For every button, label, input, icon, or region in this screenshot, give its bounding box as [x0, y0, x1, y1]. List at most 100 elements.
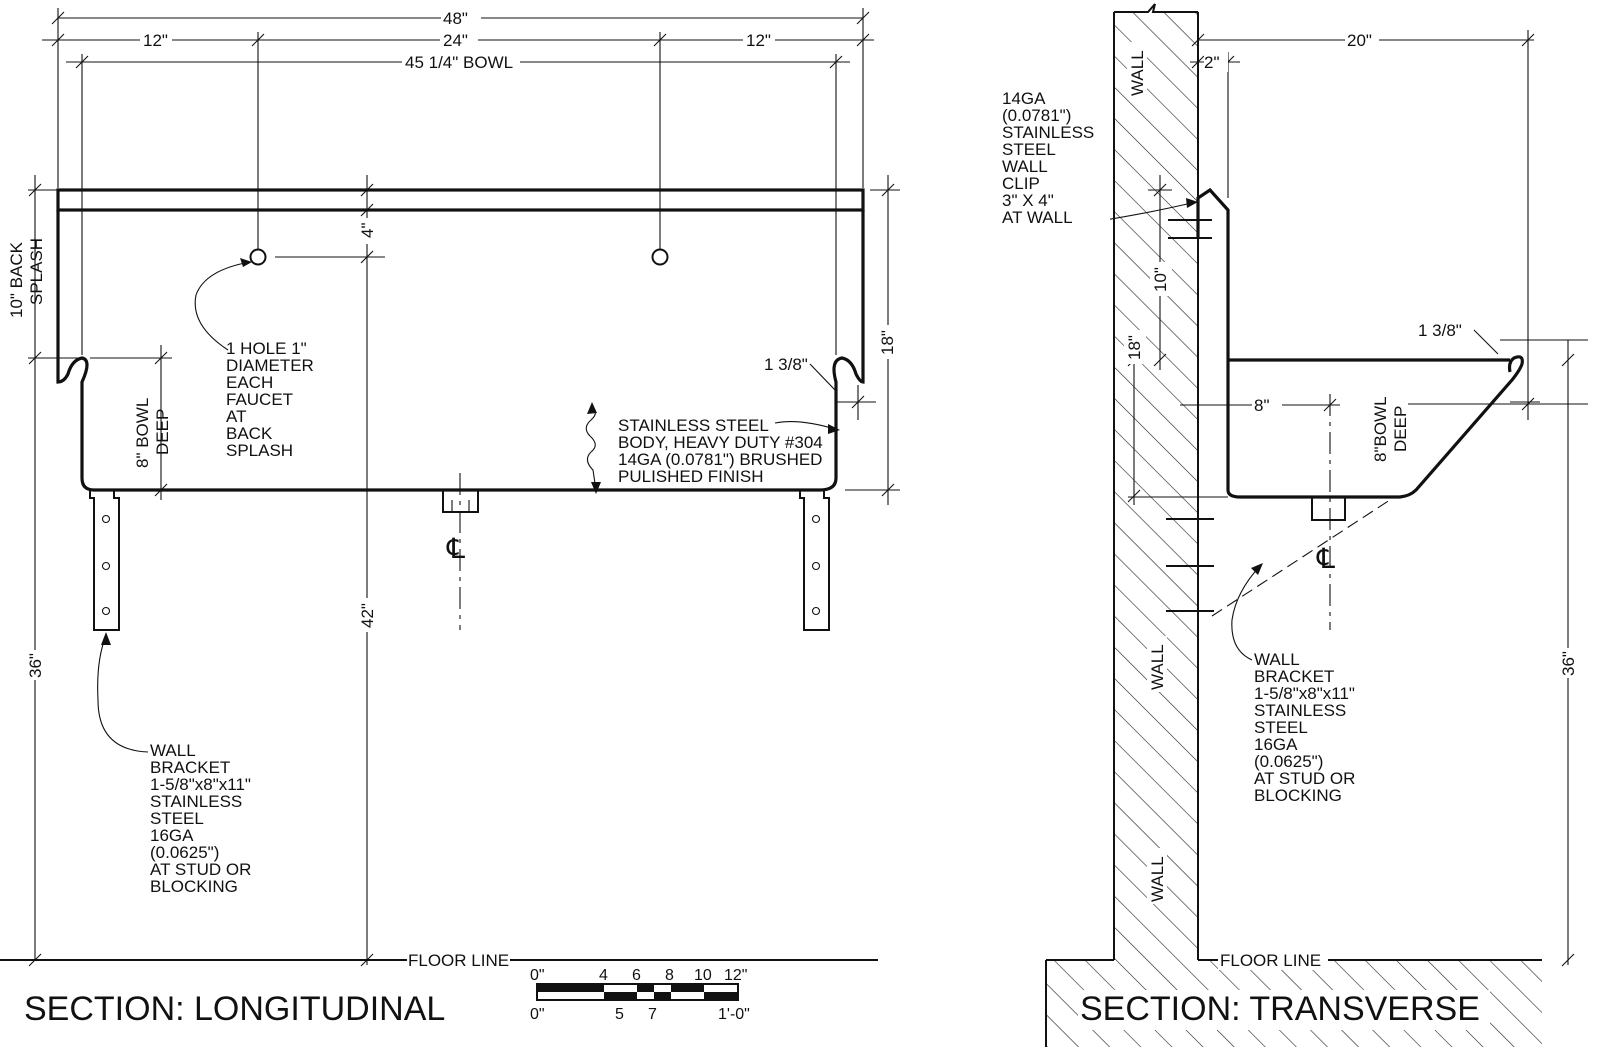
note-faucet-line-1: 1 HOLE 1"	[226, 339, 307, 358]
scale-top-12: 12"	[724, 967, 747, 984]
centerline-symbol-transverse: ℄	[1316, 543, 1335, 574]
note-tbracket-line-6: 16GA	[1254, 735, 1298, 754]
drain-centerline: ℄	[442, 473, 479, 630]
note-bracket-line-5: STEEL	[150, 809, 204, 828]
dim-height-18-transverse: 18"	[1125, 335, 1144, 360]
dimension-lines-center	[275, 175, 385, 967]
longitudinal-section: ℄ FLOOR LINE 48" 12"	[0, 8, 900, 1028]
scale-bottom-1ft: 1'-0"	[718, 1006, 750, 1023]
note-faucet-line-2: DIAMETER	[226, 356, 314, 375]
note-faucet-line-3: EACH	[226, 373, 273, 392]
note-clip-line-2: (0.0781")	[1002, 106, 1071, 125]
scale-top-8: 8	[665, 967, 674, 984]
wall-clip	[1168, 187, 1230, 360]
label-bowl-deep-1: 8" BOWL	[133, 398, 152, 468]
transverse-section: ℄	[1000, 3, 1588, 1047]
note-tbracket-line-9: BLOCKING	[1254, 786, 1342, 805]
note-tbracket-line-4: STAINLESS	[1254, 701, 1346, 720]
note-clip-line-3: STAINLESS	[1002, 123, 1094, 142]
centerline-symbol: ℄	[446, 533, 465, 564]
wall-bracket-left	[89, 490, 120, 631]
label-bowl-deep-2: DEEP	[153, 409, 172, 455]
scale-bottom-7: 7	[648, 1006, 657, 1023]
note-tbracket-line-7: (0.0625")	[1254, 752, 1323, 771]
note-clip-line-6: CLIP	[1002, 174, 1040, 193]
note-clip-line-8: AT WALL	[1002, 208, 1073, 227]
faucet-hole-right	[651, 248, 669, 266]
title-transverse: SECTION: TRANSVERSE	[1080, 990, 1480, 1028]
scale-bottom-0: 0"	[530, 1006, 545, 1023]
scale-top-10: 10	[694, 967, 712, 984]
note-faucet-line-6: BACK	[226, 424, 273, 443]
dimension-lines-left	[28, 175, 172, 967]
dim-backsplash-18: 18"	[878, 330, 897, 355]
note-bracket-line-4: STAINLESS	[150, 792, 242, 811]
note-faucet-line-5: AT	[226, 407, 246, 426]
note-bracket-line-9: BLOCKING	[150, 877, 238, 896]
note-tbracket-line-2: BRACKET	[1254, 667, 1334, 686]
sink-body-transverse	[1226, 355, 1524, 499]
note-body-line-4: PULISHED FINISH	[618, 467, 763, 486]
label-bowl-deep-transverse-1: 8"BOWL	[1371, 396, 1390, 462]
dim-left-12: 12"	[143, 31, 168, 50]
note-clip-line-4: STEEL	[1002, 140, 1056, 159]
note-clip-line-5: WALL	[1002, 157, 1048, 176]
dim-wall-gap-2: 2"	[1204, 53, 1220, 72]
note-wall-bracket-longitudinal: WALL BRACKET 1-5/8"x8"x11" STAINLESS STE…	[97, 632, 251, 896]
note-tbracket-line-1: WALL	[1254, 650, 1300, 669]
dim-hole-offset-4: 4"	[358, 223, 377, 239]
dim-rim-1-3-8-longitudinal: 1 3/8"	[764, 355, 808, 374]
note-bracket-line-3: 1-5/8"x8"x11"	[150, 775, 251, 794]
label-bowl-deep-transverse-2: DEEP	[1391, 406, 1410, 452]
dim-depth-20: 20"	[1347, 31, 1372, 50]
dim-right-12: 12"	[746, 31, 771, 50]
note-bracket-line-2: BRACKET	[150, 758, 230, 777]
scale-bar: 0" 4 6 8 10 12" 0" 5 7 1'-0"	[530, 967, 750, 1023]
faucet-hole-left	[249, 248, 267, 266]
note-body-line-2: BODY, HEAVY DUTY #304	[618, 433, 823, 452]
dim-rim-1-3-8-transverse: 1 3/8"	[1418, 321, 1462, 340]
note-bracket-line-1: WALL	[150, 741, 196, 760]
sink-body-outline	[56, 188, 865, 492]
note-tbracket-line-8: AT STUD OR	[1254, 769, 1355, 788]
floor-line-label: FLOOR LINE	[408, 951, 509, 970]
wall-bracket-right	[799, 490, 830, 631]
dim-height-36-left: 36"	[26, 653, 45, 678]
note-wall-clip: 14GA (0.0781") STAINLESS STEEL WALL CLIP…	[1000, 89, 1198, 232]
wall-hatched	[1045, 3, 1542, 1047]
label-wall-middle: WALL	[1148, 644, 1167, 690]
note-bracket-line-6: 16GA	[150, 826, 194, 845]
dim-center-24: 24"	[443, 31, 468, 50]
dim-clip-height-10: 10"	[1151, 267, 1170, 292]
note-clip-line-7: 3" X 4"	[1002, 191, 1054, 210]
dim-height-36-right: 36"	[1559, 651, 1578, 676]
note-body-line-3: 14GA (0.0781") BRUSHED	[618, 450, 822, 469]
dim-height-42: 42"	[358, 603, 377, 628]
title-longitudinal: SECTION: LONGITUDINAL	[24, 990, 445, 1028]
scale-top-0: 0"	[530, 967, 545, 984]
note-faucet-hole: 1 HOLE 1" DIAMETER EACH FAUCET AT BACK S…	[194, 258, 314, 460]
note-faucet-line-7: SPLASH	[226, 441, 293, 460]
drain-centerline-transverse: ℄	[1311, 394, 1346, 630]
note-clip-line-1: 14GA	[1002, 89, 1046, 108]
dim-drain-offset-8: 8"	[1254, 396, 1270, 415]
floor-line-label-transverse: FLOOR LINE	[1220, 951, 1321, 970]
note-body-line-1: STAINLESS STEEL	[618, 416, 769, 435]
dim-bowl-45: 45 1/4" BOWL	[405, 53, 513, 72]
note-tbracket-line-3: 1-5/8"x8"x11"	[1254, 684, 1355, 703]
label-wall-top: WALL	[1128, 50, 1147, 96]
label-wall-bottom: WALL	[1148, 856, 1167, 902]
dim-overall-48: 48"	[443, 9, 468, 28]
scale-top-6: 6	[632, 967, 641, 984]
note-faucet-line-4: FAUCET	[226, 390, 293, 409]
note-tbracket-line-5: STEEL	[1254, 718, 1308, 737]
wall-bracket-transverse	[1166, 495, 1397, 617]
label-back-splash-2: SPLASH	[27, 238, 46, 305]
label-back-splash-1: 10" BACK	[7, 241, 26, 318]
note-body: STAINLESS STEEL BODY, HEAVY DUTY #304 14…	[585, 402, 840, 494]
note-bracket-line-7: (0.0625")	[150, 843, 219, 862]
note-bracket-line-8: AT STUD OR	[150, 860, 251, 879]
note-wall-bracket-transverse: WALL BRACKET 1-5/8"x8"x11" STAINLESS STE…	[1231, 563, 1355, 805]
scale-top-4: 4	[599, 967, 608, 984]
